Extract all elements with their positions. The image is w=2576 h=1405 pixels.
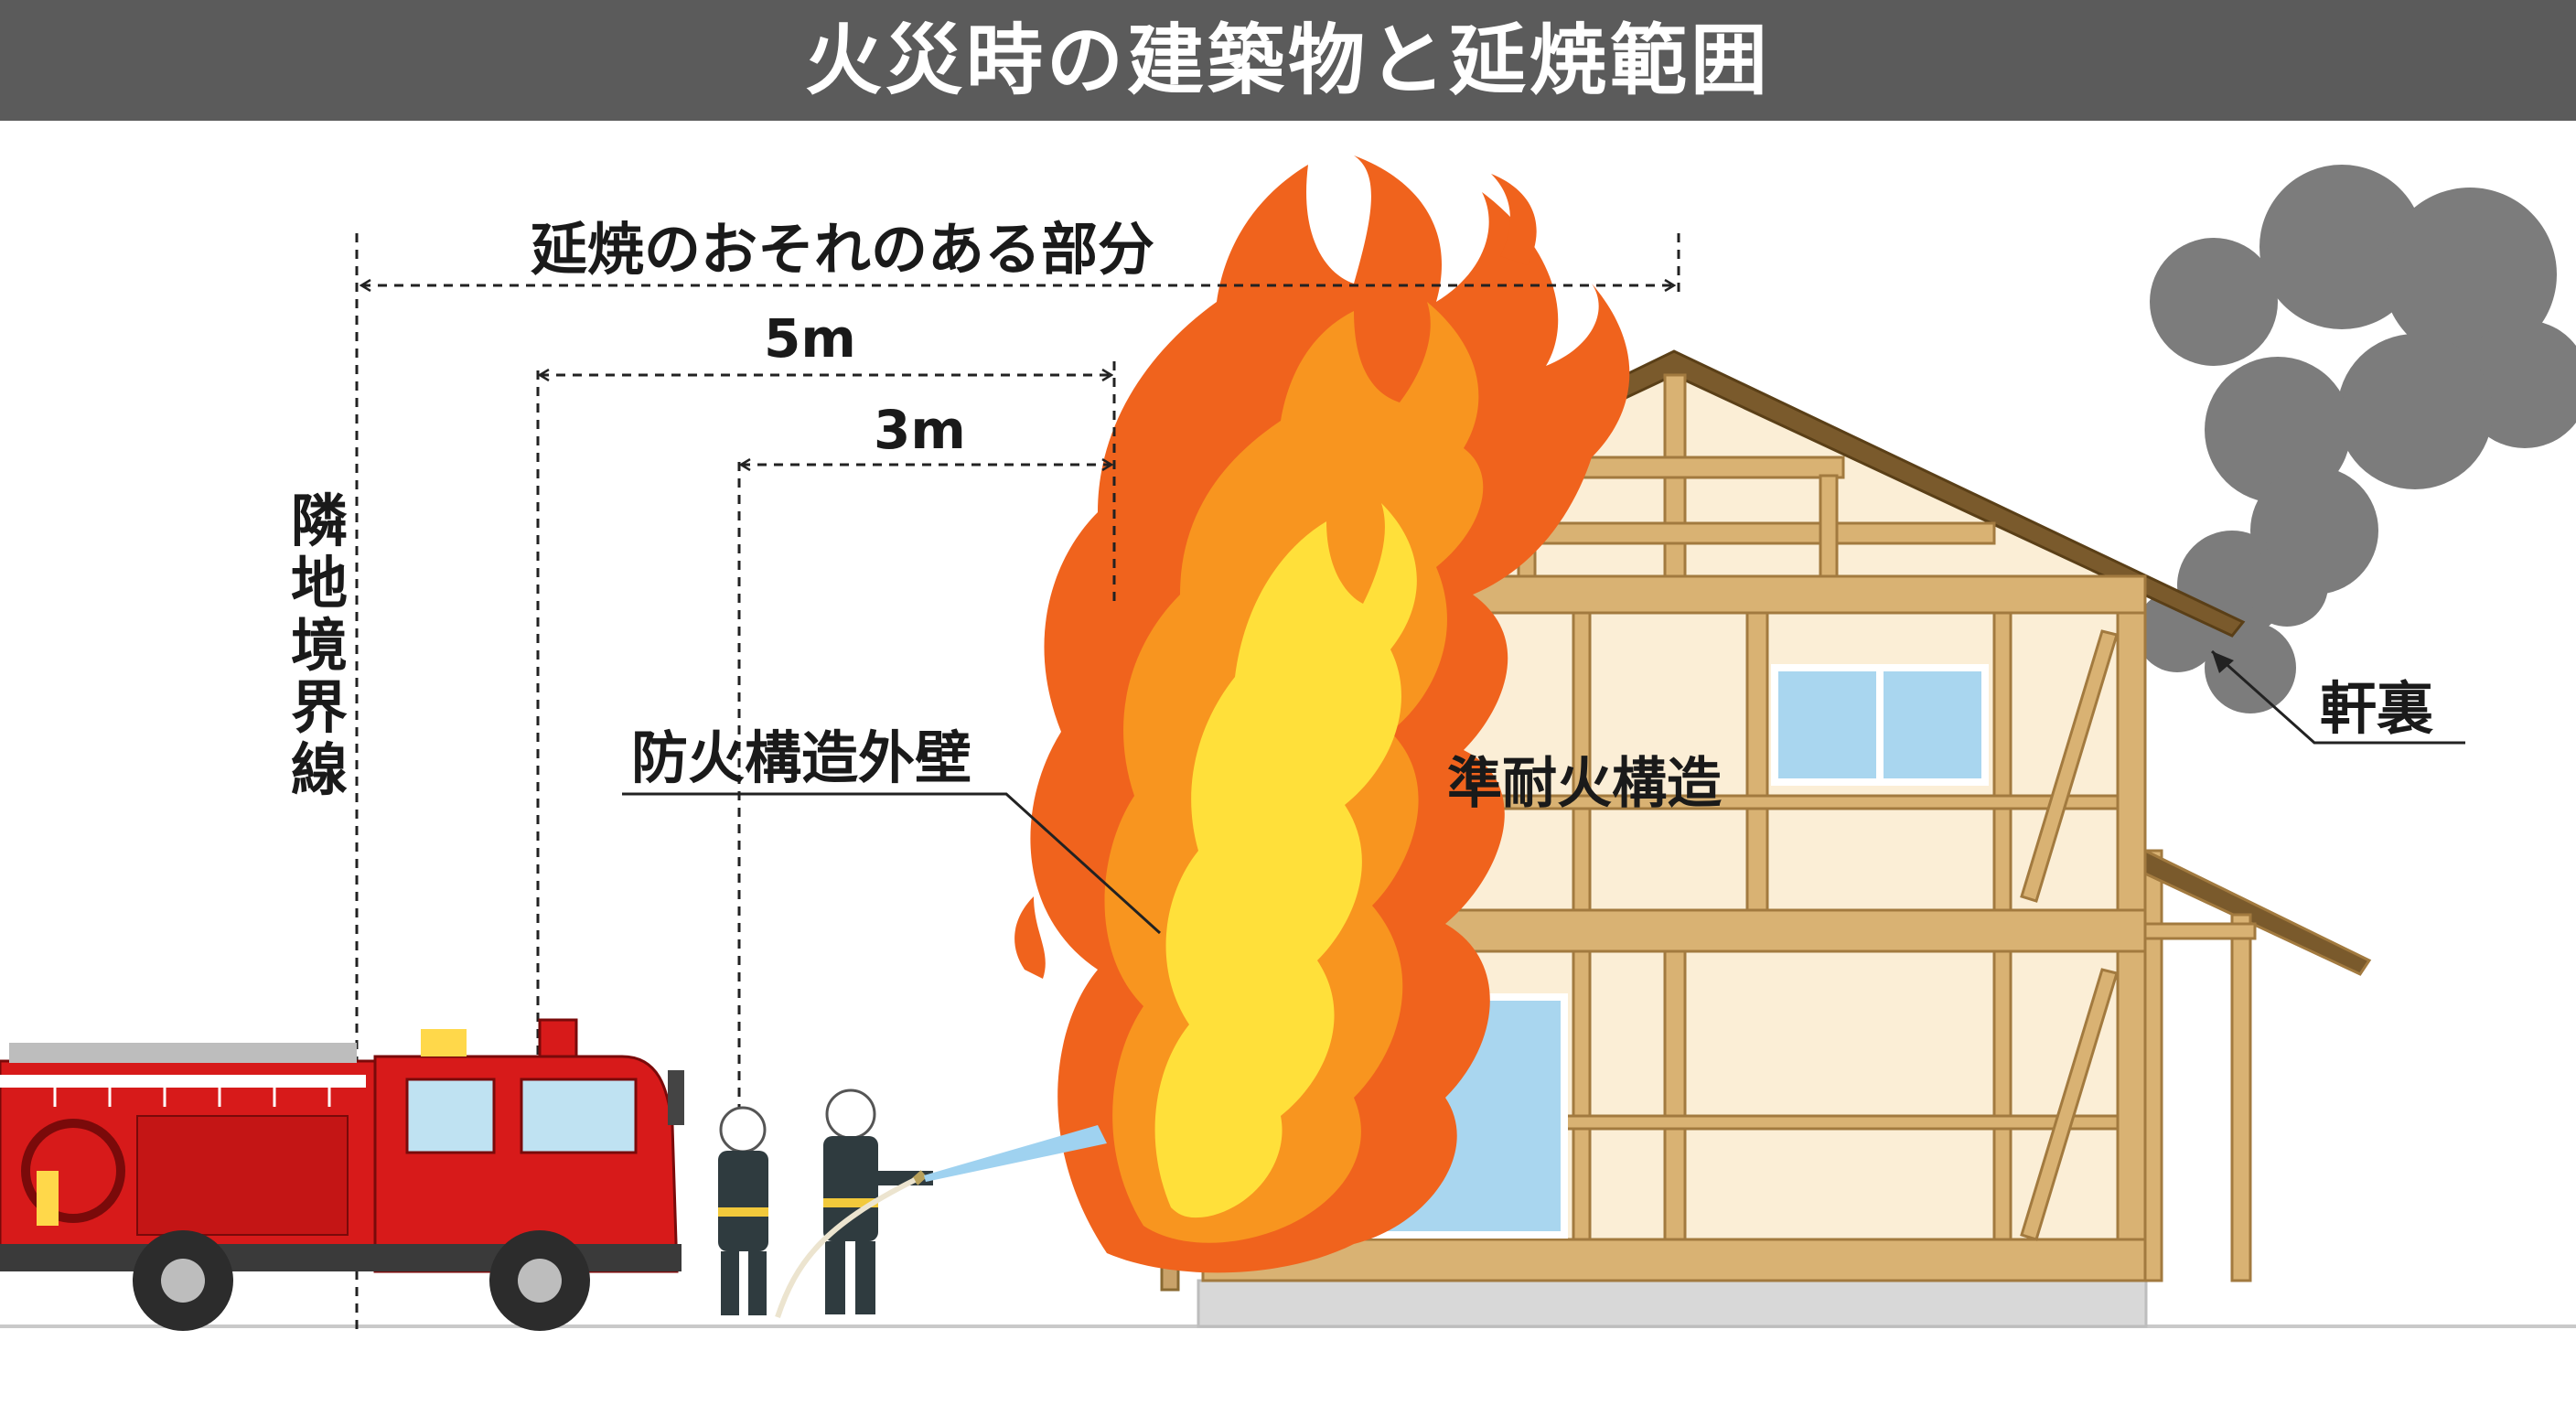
firefighter-icon bbox=[718, 1089, 933, 1318]
foundation bbox=[1197, 1279, 2148, 1328]
eaves-soffit-label: 軒裏 bbox=[2320, 675, 2434, 742]
quasi-fireproof-label: 準耐火構造 bbox=[1447, 752, 1722, 816]
spread-area-label: 延焼のおそれのある部分 bbox=[531, 216, 1155, 283]
fire-truck-icon bbox=[0, 1018, 684, 1331]
fireproof-wall-label: 防火構造外壁 bbox=[631, 724, 972, 791]
porch-beam bbox=[2143, 922, 2257, 940]
flame-icon bbox=[1014, 156, 1630, 1273]
eaves-leader bbox=[2211, 649, 2465, 745]
porch-post bbox=[2230, 913, 2252, 1282]
callout-leaders bbox=[622, 649, 2465, 935]
water-spray bbox=[924, 1125, 1107, 1182]
dist-3m-label: 3m bbox=[874, 399, 966, 461]
fireproof-wall-leader bbox=[622, 792, 1162, 935]
page-title: 火災時の建築物と延焼範囲 bbox=[804, 16, 1771, 105]
title-bar: 火災時の建築物と延焼範囲 bbox=[0, 0, 2576, 121]
boundary-line-label: 隣地境界線 bbox=[285, 485, 353, 807]
window-upper bbox=[1771, 664, 1989, 786]
smoke-cloud-icon bbox=[2136, 165, 2576, 713]
porch-roof bbox=[2143, 848, 2372, 976]
dist-5m-label: 5m bbox=[764, 307, 856, 370]
